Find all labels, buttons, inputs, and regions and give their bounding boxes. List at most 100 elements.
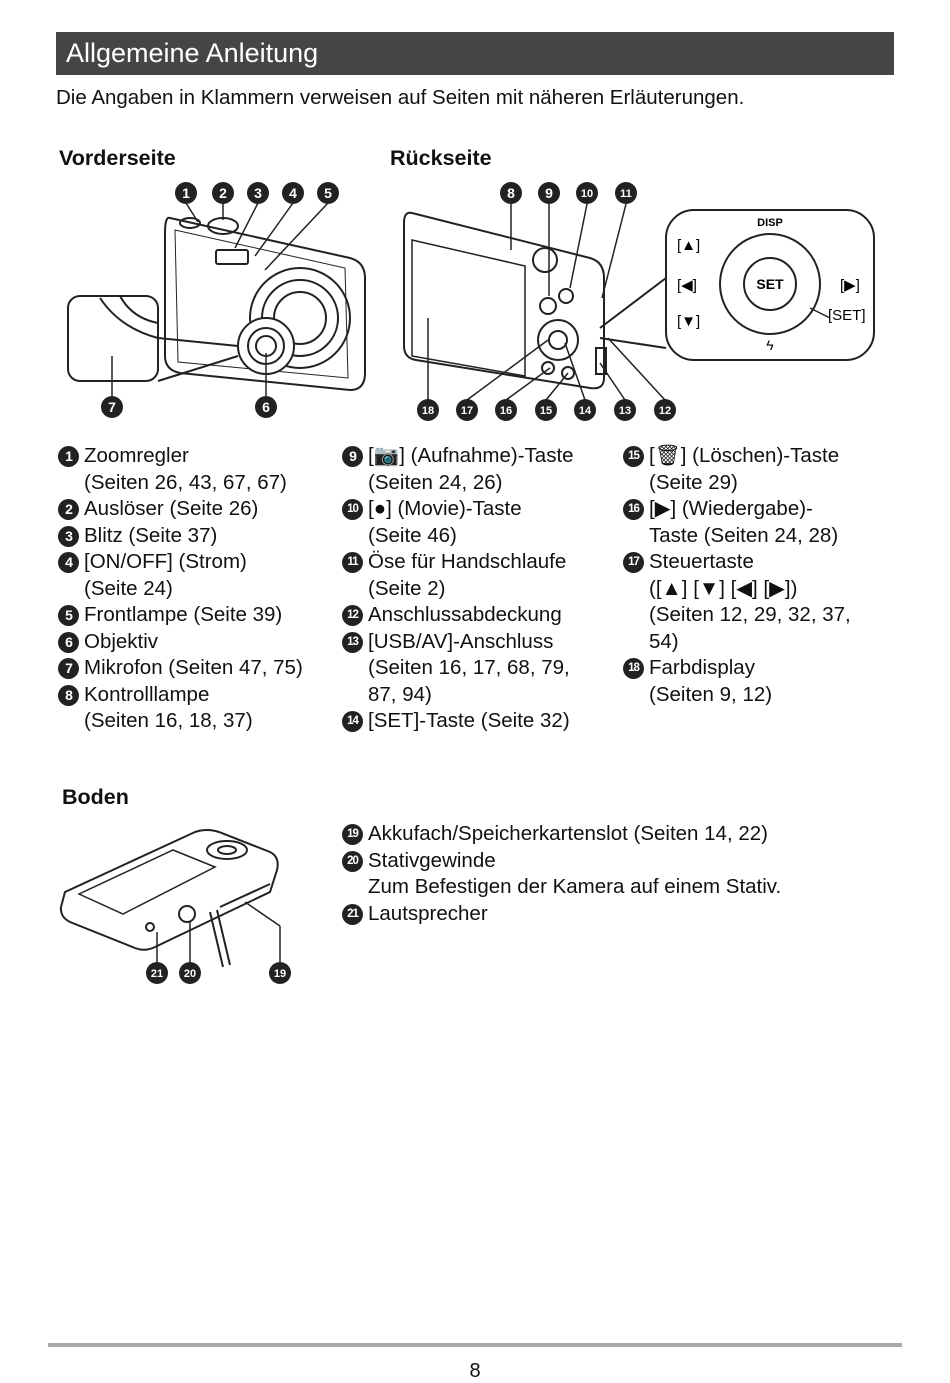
heading-bottom: Boden bbox=[62, 785, 129, 809]
callout-label: 7 bbox=[108, 399, 116, 415]
item-number-badge: 4 bbox=[58, 552, 79, 573]
item-line: Zoomregler bbox=[84, 444, 189, 467]
item-line: [🗑] (Löschen)-Taste bbox=[649, 444, 840, 467]
callout-label: 6 bbox=[262, 399, 270, 415]
item-number-badge: 17 bbox=[623, 552, 644, 573]
item-number-badge: 5 bbox=[58, 605, 79, 626]
item-line: [●] (Movie)-Taste bbox=[368, 497, 522, 520]
heading-front: Vorderseite bbox=[59, 146, 176, 170]
item-text: [🗑] (Löschen)-Taste (Seite 29) bbox=[649, 443, 839, 496]
item-line: (Seite 2) bbox=[368, 576, 446, 600]
item-number-badge: 13 bbox=[342, 631, 363, 653]
item-number-badge: 20 bbox=[342, 850, 363, 872]
item-number-badge: 2 bbox=[58, 499, 79, 520]
callout-label: 20 bbox=[184, 968, 196, 980]
item-line: [ON/OFF] (Strom) bbox=[84, 550, 247, 573]
item-line: Kontrolllampe bbox=[84, 682, 210, 706]
callout-label: 18 bbox=[422, 405, 434, 417]
item-line: (Seite 29) bbox=[649, 470, 738, 494]
item-text: Frontlampe (Seite 39) bbox=[84, 602, 282, 629]
front-camera-illustration: 1 2 3 4 5 7 6 bbox=[67, 182, 366, 418]
item-line: (Seite 46) bbox=[368, 523, 457, 547]
item-text: Farbdisplay(Seiten 9, 12) bbox=[649, 655, 772, 708]
item-line: (Seiten 12, 29, 32, 37, bbox=[649, 603, 851, 626]
item-line: [SET]-Taste (Seite 32) bbox=[368, 709, 570, 732]
item-number-badge: 15 bbox=[623, 446, 644, 467]
dial-up-label: [▲] bbox=[677, 237, 700, 254]
callout-label: 11 bbox=[620, 188, 632, 200]
item-line: 54) bbox=[649, 629, 679, 653]
item-number-badge: 18 bbox=[623, 658, 644, 679]
callout-label: 17 bbox=[461, 405, 473, 417]
item-text: [SET]-Taste (Seite 32) bbox=[368, 708, 570, 735]
callout-label: 8 bbox=[507, 185, 515, 201]
callout-label: 1 bbox=[182, 185, 190, 201]
callout-label: 21 bbox=[151, 968, 163, 980]
item-line: (Seiten 24, 26) bbox=[368, 470, 503, 494]
callout-label: 3 bbox=[254, 185, 262, 201]
item-line: Akkufach/Speicherkartenslot (Seiten 14, … bbox=[368, 822, 768, 845]
callout-label: 13 bbox=[619, 405, 631, 417]
section-title-bar: Allgemeine Anleitung bbox=[56, 32, 894, 75]
back-camera-illustration: DISP [▲] [◀] [▼] SET [▶] [SET] ϟ 8 9 10 … bbox=[403, 182, 875, 421]
callout-label: 5 bbox=[324, 185, 332, 201]
dial-set-button-label: [SET] bbox=[828, 307, 866, 324]
dial-down-label: [▼] bbox=[677, 313, 700, 330]
item-number-badge: 12 bbox=[342, 605, 363, 626]
callout-label: 4 bbox=[289, 185, 297, 201]
front-callouts-top: 1 2 3 4 5 bbox=[175, 182, 339, 204]
item-line: Zum Befestigen der Kamera auf einem Stat… bbox=[368, 875, 782, 898]
item-line: Stativgewinde bbox=[368, 848, 496, 872]
intro-text: Die Angaben in Klammern verweisen auf Se… bbox=[56, 86, 745, 109]
callout-label: 2 bbox=[219, 185, 227, 201]
item-line: (Seiten 26, 43, 67, 67) bbox=[84, 470, 287, 494]
list-item: 13[USB/AV]-Anschluss(Seiten 16, 17, 68, … bbox=[342, 629, 617, 709]
item-number-badge: 7 bbox=[58, 658, 79, 679]
item-line: (Seiten 16, 18, 37) bbox=[84, 709, 253, 732]
item-text: Öse für Handschlaufe (Seite 2) bbox=[368, 549, 566, 602]
footer-rule bbox=[48, 1343, 902, 1347]
dial-labels: DISP [▲] [◀] [▼] SET [▶] [SET] ϟ bbox=[677, 217, 866, 353]
item-text: Blitz (Seite 37) bbox=[84, 523, 217, 550]
item-number-badge: 8 bbox=[58, 684, 79, 706]
item-line: Steuertaste bbox=[649, 550, 754, 573]
item-text: Zoomregler (Seiten 26, 43, 67, 67) bbox=[84, 443, 287, 496]
item-line: Frontlampe (Seite 39) bbox=[84, 603, 283, 626]
item-line: Anschlussabdeckung bbox=[368, 603, 562, 626]
callout-label: 19 bbox=[274, 968, 286, 980]
callout-label: 14 bbox=[579, 405, 592, 417]
page-title: Allgemeine Anleitung bbox=[66, 38, 319, 68]
item-text: Akkufach/Speicherkartenslot (Seiten 14, … bbox=[368, 821, 768, 848]
item-text: Lautsprecher bbox=[368, 901, 488, 928]
callout-label: 15 bbox=[540, 405, 552, 417]
item-line: [▶] (Wiedergabe)- bbox=[649, 497, 813, 520]
item-text: [●] (Movie)-Taste (Seite 46) bbox=[368, 496, 522, 549]
item-text: [ON/OFF] (Strom) (Seite 24) bbox=[84, 549, 247, 602]
item-text: [📷] (Aufnahme)-Taste(Seiten 24, 26) bbox=[368, 443, 574, 496]
bottom-camera-illustration: 21 20 19 bbox=[59, 829, 291, 984]
callout-label: 9 bbox=[545, 185, 553, 201]
item-line: Objektiv bbox=[84, 629, 159, 653]
item-number-badge: 3 bbox=[58, 525, 79, 547]
item-line: (Seite 24) bbox=[84, 576, 173, 600]
item-number-badge: 6 bbox=[58, 631, 79, 653]
item-line: Farbdisplay bbox=[649, 656, 755, 679]
parts-list-col2: 9[📷] (Aufnahme)-Taste(Seiten 24, 26)10[●… bbox=[342, 443, 617, 735]
item-text: Mikrofon (Seiten 47, 75) bbox=[84, 655, 303, 682]
item-line: Öse für Handschlaufe bbox=[368, 550, 567, 573]
flash-icon: ϟ bbox=[766, 337, 774, 353]
list-item: 15[🗑] (Löschen)-Taste (Seite 29) bbox=[623, 443, 893, 496]
front-callouts-bottom: 7 6 bbox=[101, 396, 277, 418]
